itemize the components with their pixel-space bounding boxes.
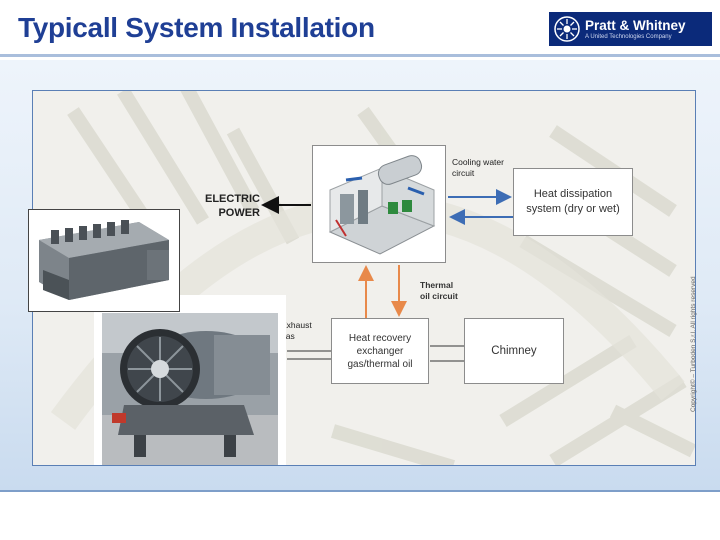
- cooling-line1: Cooling water: [452, 157, 504, 167]
- copyright-notice: Copyright© – Turboden S.r.l. All rights …: [690, 276, 697, 412]
- cooling-water-label: Cooling water circuit: [452, 157, 504, 179]
- recovery-line2: exchanger: [356, 345, 404, 357]
- recovery-line3: gas/thermal oil: [347, 358, 413, 370]
- slide-title: Typicall System Installation: [18, 12, 375, 43]
- chimney-box: Chimney: [464, 318, 564, 384]
- heat-dissipation-line1: Heat dissipation: [533, 188, 613, 200]
- recovery-line1: Heat recovery: [348, 332, 412, 344]
- orc-module-illustration: [328, 155, 436, 255]
- exhaust-gas-label: Exhaust gas: [281, 320, 312, 342]
- cooling-line2: circuit: [452, 168, 475, 178]
- thermal-oil-label: Thermal oil circuit: [420, 280, 458, 302]
- exhaust-line2: gas: [281, 331, 295, 341]
- pratt-whitney-logo: Pratt & Whitney A United Technologies Co…: [549, 12, 712, 46]
- gas-turbine-photo: [94, 295, 286, 465]
- heat-recovery-exchanger-box: Heat recovery exchanger gas/thermal oil: [331, 318, 429, 384]
- title-divider: [0, 54, 720, 57]
- logo-name: Pratt & Whitney: [585, 17, 686, 33]
- heat-dissipation-box: Heat dissipation system (dry or wet): [513, 168, 633, 236]
- electric-power-line1: ELECTRIC: [205, 193, 260, 205]
- logo-subtitle: A United Technologies Company: [585, 33, 672, 40]
- flow-connectors: [261, 189, 513, 362]
- bottom-divider: [0, 490, 720, 492]
- eagle-logo-icon: [549, 12, 585, 46]
- orc-turbogenerator-unit: [312, 145, 446, 263]
- electric-power-line2: POWER: [218, 207, 260, 219]
- thermal-line2: oil circuit: [420, 291, 458, 301]
- heat-dissipation-line2: system (dry or wet): [526, 203, 620, 215]
- chimney-label: Chimney: [491, 345, 537, 357]
- electric-power-label: ELECTRIC POWER: [190, 192, 260, 220]
- thermal-line1: Thermal: [420, 280, 454, 290]
- exhaust-line1: Exhaust: [281, 320, 312, 330]
- reciprocating-engine-photo: [28, 209, 180, 312]
